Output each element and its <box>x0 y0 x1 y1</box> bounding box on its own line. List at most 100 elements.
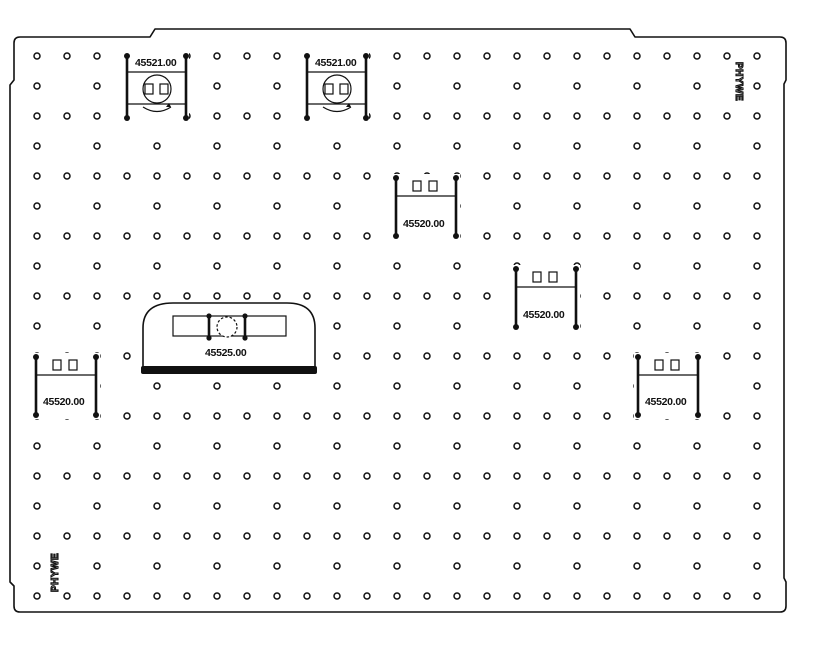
board-hole <box>633 502 641 510</box>
bulb-holder-module[interactable]: 45525.00 <box>141 302 317 374</box>
board-hole <box>693 262 701 270</box>
board-hole <box>93 52 101 60</box>
board-hole <box>123 172 131 180</box>
board-hole <box>603 292 611 300</box>
switch-module-3[interactable]: 45520.00 <box>32 353 100 419</box>
board-hole <box>153 592 161 600</box>
brand-logo-top: PHYWE <box>733 62 744 101</box>
board-hole <box>483 112 491 120</box>
board-hole <box>303 412 311 420</box>
board-hole <box>93 112 101 120</box>
board-hole <box>33 562 41 570</box>
board-hole <box>393 592 401 600</box>
board-hole <box>273 262 281 270</box>
board-hole <box>543 412 551 420</box>
board-hole <box>213 532 221 540</box>
board-hole <box>633 292 641 300</box>
board-hole <box>33 322 41 330</box>
board-hole <box>723 532 731 540</box>
board-hole <box>213 472 221 480</box>
board-hole <box>213 142 221 150</box>
board-hole <box>723 52 731 60</box>
board-hole <box>663 472 671 480</box>
board-hole <box>573 592 581 600</box>
board-hole <box>723 352 731 360</box>
board-outline <box>9 28 787 613</box>
board-hole <box>453 52 461 60</box>
board-hole <box>213 442 221 450</box>
board-hole <box>93 82 101 90</box>
bulb-holder-module-code: 45525.00 <box>205 347 247 359</box>
switch-module-1[interactable]: 45520.00 <box>392 174 460 240</box>
board-hole <box>183 532 191 540</box>
board-hole <box>153 442 161 450</box>
board-hole <box>93 472 101 480</box>
board-hole <box>363 412 371 420</box>
board-hole <box>573 82 581 90</box>
board-hole <box>63 52 71 60</box>
board-hole <box>573 352 581 360</box>
battery-module-1[interactable]: 45521.00 <box>123 52 189 122</box>
board-hole <box>753 262 761 270</box>
board-hole <box>453 292 461 300</box>
battery-module-2-code: 45521.00 <box>315 57 357 69</box>
board-hole <box>63 532 71 540</box>
board-hole <box>633 472 641 480</box>
board-hole <box>393 82 401 90</box>
board-hole <box>273 202 281 210</box>
board-hole <box>663 52 671 60</box>
board-hole <box>273 382 281 390</box>
board-hole <box>423 52 431 60</box>
board-hole <box>753 232 761 240</box>
board-hole <box>363 592 371 600</box>
board-hole <box>663 112 671 120</box>
board-hole <box>423 412 431 420</box>
board-hole <box>693 202 701 210</box>
board-hole <box>453 82 461 90</box>
board-hole <box>333 532 341 540</box>
board-hole <box>513 592 521 600</box>
board-hole <box>453 562 461 570</box>
board-hole <box>723 592 731 600</box>
board-hole <box>93 532 101 540</box>
board-hole <box>273 592 281 600</box>
board-hole <box>33 262 41 270</box>
board-hole <box>573 52 581 60</box>
battery-module-2[interactable]: 45521.00 <box>303 52 369 122</box>
board-hole <box>423 352 431 360</box>
board-hole <box>513 352 521 360</box>
board-hole <box>303 172 311 180</box>
board-hole <box>63 232 71 240</box>
board-hole <box>693 142 701 150</box>
board-hole <box>153 502 161 510</box>
board-hole <box>153 532 161 540</box>
board-hole <box>483 592 491 600</box>
board-hole <box>333 232 341 240</box>
board-hole <box>453 382 461 390</box>
board-hole <box>273 502 281 510</box>
board-hole <box>33 532 41 540</box>
board-hole <box>243 232 251 240</box>
board-hole <box>453 412 461 420</box>
board-hole <box>63 292 71 300</box>
board-hole <box>603 472 611 480</box>
board-hole <box>123 472 131 480</box>
switch-module-4[interactable]: 45520.00 <box>634 353 702 419</box>
board-hole <box>153 172 161 180</box>
board-hole <box>393 562 401 570</box>
board-hole <box>603 52 611 60</box>
board-hole <box>333 322 341 330</box>
board-hole <box>543 592 551 600</box>
board-hole <box>573 112 581 120</box>
board-hole <box>753 562 761 570</box>
board-hole <box>513 442 521 450</box>
board-hole <box>543 472 551 480</box>
board-hole <box>243 592 251 600</box>
board-hole <box>333 352 341 360</box>
board-hole <box>333 502 341 510</box>
board-hole <box>393 442 401 450</box>
board-hole <box>483 532 491 540</box>
switch-module-2[interactable]: 45520.00 <box>512 265 580 331</box>
board-hole <box>573 172 581 180</box>
board-hole <box>33 232 41 240</box>
